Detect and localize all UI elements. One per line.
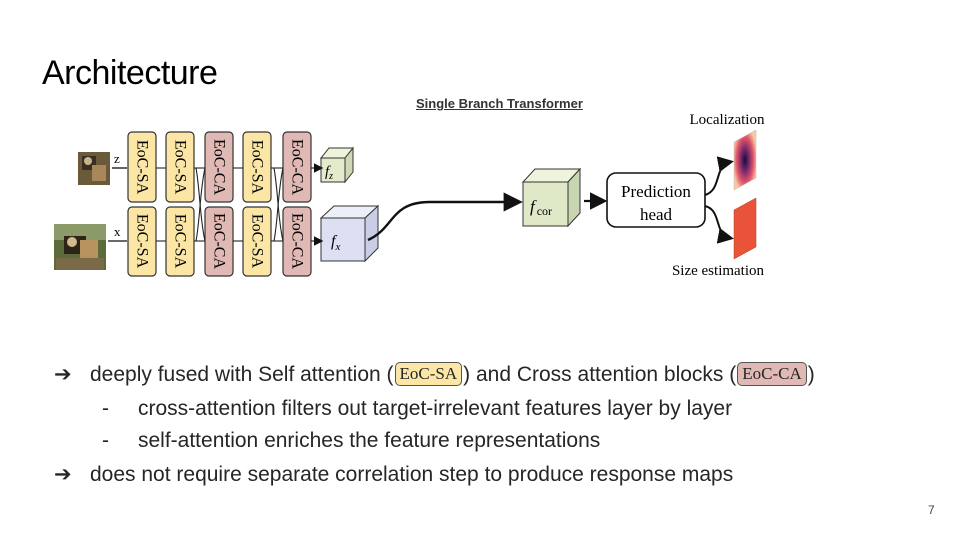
prediction-head: Prediction head bbox=[606, 172, 706, 228]
eoc-ca-chip: EoC-CA bbox=[737, 362, 807, 386]
svg-text:fz: fz bbox=[325, 164, 333, 182]
svg-text:Prediction: Prediction bbox=[621, 182, 691, 201]
eoc-sa-chip: EoC-SA bbox=[394, 362, 463, 386]
page-number: 7 bbox=[928, 503, 935, 517]
output-localization-label: Localization bbox=[690, 112, 765, 128]
size-estimation-map bbox=[733, 197, 757, 260]
block-bottom-4: EoC-SA bbox=[242, 206, 272, 277]
arrow-bullet-icon: ➔ bbox=[54, 363, 72, 386]
output-size-label: Size estimation bbox=[672, 263, 765, 279]
localization-map bbox=[733, 129, 757, 191]
svg-text:EoC-CA: EoC-CA bbox=[289, 213, 306, 269]
svg-text:EoC-SA: EoC-SA bbox=[249, 214, 266, 269]
block-top-1: EoC-SA bbox=[127, 131, 157, 203]
diagram-heading: Single Branch Transformer bbox=[416, 96, 583, 111]
search-image-x bbox=[54, 224, 106, 270]
subbullet-cross-attention: -cross-attention filters out target-irre… bbox=[102, 397, 733, 420]
block-bottom-1: EoC-SA bbox=[127, 206, 157, 277]
arrow-bullet-icon: ➔ bbox=[54, 463, 72, 486]
svg-text:EoC-CA: EoC-CA bbox=[211, 213, 228, 269]
block-top-4: EoC-SA bbox=[242, 131, 272, 203]
input-x-label: x bbox=[114, 224, 121, 239]
svg-text:EoC-CA: EoC-CA bbox=[211, 139, 228, 195]
feature-cube-fz: fz bbox=[319, 146, 355, 184]
svg-text:EoC-SA: EoC-SA bbox=[134, 214, 151, 269]
subbullet-self-attention: -self-attention enriches the feature rep… bbox=[102, 429, 601, 452]
bullet-fused-attention: ➔deeply fused with Self attention (EoC-S… bbox=[54, 362, 815, 386]
block-top-2: EoC-SA bbox=[165, 131, 195, 203]
block-bottom-3: EoC-CA bbox=[204, 206, 234, 277]
block-connectors bbox=[156, 167, 284, 242]
block-top-3: EoC-CA bbox=[204, 131, 234, 203]
block-top-5: EoC-CA bbox=[282, 131, 312, 203]
svg-text:EoC-SA: EoC-SA bbox=[134, 140, 151, 195]
svg-text:EoC-SA: EoC-SA bbox=[172, 214, 189, 269]
svg-text:head: head bbox=[640, 205, 673, 224]
block-bottom-5: EoC-CA bbox=[282, 206, 312, 277]
svg-text:EoC-SA: EoC-SA bbox=[172, 140, 189, 195]
input-z-label: z bbox=[114, 151, 120, 166]
template-image-z bbox=[78, 152, 110, 185]
svg-text:EoC-SA: EoC-SA bbox=[249, 140, 266, 195]
slide-title: Architecture bbox=[42, 54, 218, 92]
svg-text:fx: fx bbox=[331, 233, 340, 253]
feature-cube-fx: fx bbox=[319, 204, 380, 263]
svg-text:EoC-CA: EoC-CA bbox=[289, 139, 306, 195]
block-bottom-2: EoC-SA bbox=[165, 206, 195, 277]
bullet-no-correlation: ➔does not require separate correlation s… bbox=[54, 463, 734, 486]
